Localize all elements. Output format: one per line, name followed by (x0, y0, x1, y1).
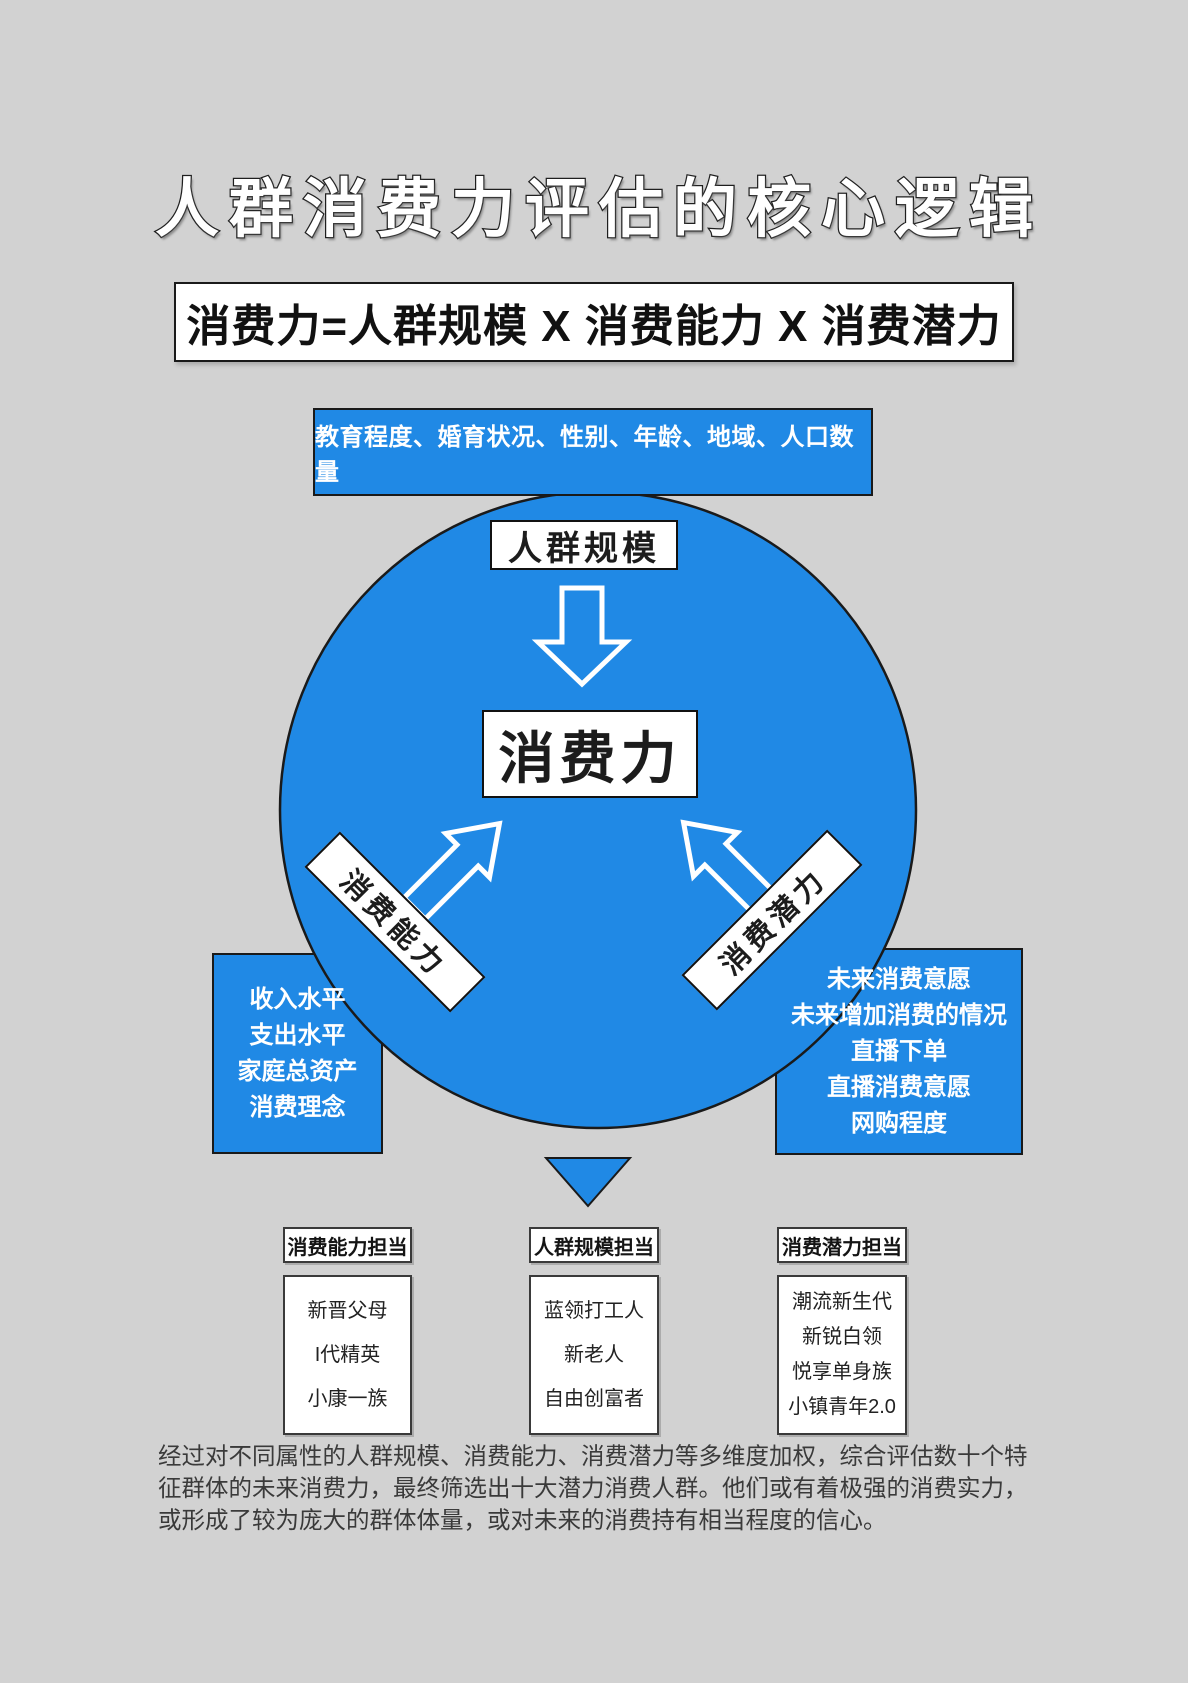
formula-text: 消费力=人群规模 X 消费能力 X 消费潜力 (186, 302, 1002, 351)
ability-column-header: 消费能力担当 (283, 1227, 412, 1263)
factor-item: 网购程度 (851, 1109, 947, 1137)
group-item: 新锐白领 (802, 1326, 882, 1348)
group-item: 蓝领打工人 (544, 1300, 644, 1322)
factor-item: 消费理念 (249, 1093, 346, 1121)
ability-factors-list: 收入水平支出水平家庭总资产消费理念 (212, 953, 383, 1154)
potential-column-list: 潮流新生代新锐白领悦享单身族小镇青年2.0 (777, 1275, 907, 1435)
factor-item: 直播下单 (851, 1037, 947, 1065)
factor-item: 直播消费意愿 (827, 1073, 971, 1101)
scale-column-header: 人群规模担当 (529, 1227, 659, 1263)
group-item: 新老人 (564, 1344, 624, 1366)
down-arrow-icon (531, 585, 633, 688)
factor-item: 未来增加消费的情况 (791, 1001, 1007, 1029)
ability-column-list: 新晋父母 I代精英小康一族 (283, 1275, 412, 1435)
footer-paragraph-line: 或形成了较为庞大的群体体量，或对未来的消费持有相当程度的信心。 (158, 1507, 887, 1533)
population-attributes-text: 教育程度、婚育状况、性别、年龄、地域、人口数量 (315, 424, 854, 486)
group-item: 潮流新生代 (792, 1291, 892, 1313)
factor-item: 未来消费意愿 (827, 965, 971, 993)
group-item: 自由创富者 (544, 1388, 644, 1410)
population-attributes-banner: 教育程度、婚育状况、性别、年龄、地域、人口数量 (313, 408, 873, 496)
group-item: 小康一族 (307, 1388, 388, 1410)
funnel-triangle-icon (543, 1157, 633, 1208)
formula-box: 消费力=人群规模 X 消费能力 X 消费潜力 (174, 282, 1014, 362)
potential-factors-list: 未来消费意愿未来增加消费的情况直播下单直播消费意愿网购程度 (775, 948, 1023, 1155)
factor-item: 支出水平 (249, 1021, 346, 1049)
potential-column-header: 消费潜力担当 (777, 1227, 907, 1263)
footer-paragraph-line: 征群体的未来消费力，最终筛选出十大潜力消费人群。他们或有着极强的消费实力， (158, 1475, 1028, 1501)
factor-item: 收入水平 (249, 985, 346, 1013)
consumption-power-label: 消费力 (482, 710, 698, 798)
page-title: 人群消费力评估的核心逻辑 (154, 172, 1043, 247)
group-item: 悦享单身族 (792, 1361, 892, 1383)
group-item: 小镇青年2.0 (788, 1396, 896, 1418)
group-item: 新晋父母 (307, 1300, 388, 1322)
footer-paragraph: 经过对不同属性的人群规模、消费能力、消费潜力等多维度加权，综合评估数十个特征群体… (158, 1440, 1048, 1536)
scale-column-list: 蓝领打工人新老人自由创富者 (529, 1275, 659, 1435)
crowd-scale-label: 人群规模 (490, 520, 678, 570)
factor-item: 家庭总资产 (237, 1057, 358, 1085)
group-item: I代精英 (314, 1344, 381, 1366)
footer-paragraph-line: 经过对不同属性的人群规模、消费能力、消费潜力等多维度加权，综合评估数十个特 (158, 1443, 1028, 1469)
